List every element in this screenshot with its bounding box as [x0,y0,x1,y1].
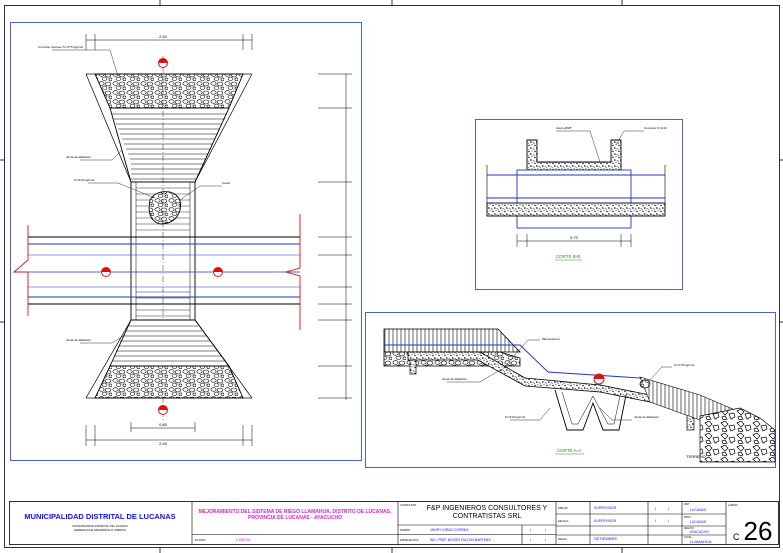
dim-bottom-label: 2.40 [159,441,168,446]
section-a-label-1: Mampostería [542,337,560,341]
label-left-2: f'c=210 kg/cm2 [74,178,94,182]
section-a-ground: TERRENO [686,454,706,459]
label-left-3: Junta de dilatación [66,338,91,342]
rocky-ground [699,407,776,463]
section-a-label-4: Junta de dilatación [634,415,659,419]
svg-text:/: / [668,507,669,511]
province-label: PROV. [684,516,692,519]
plan-label: PLANO: [195,538,206,542]
bottom-transition [109,319,230,367]
svg-text:/: / [545,538,546,542]
province-value: LUCANAS [690,520,707,524]
plan-view-border [10,22,362,461]
designer-name: JHURY GIRAO CORREA [430,528,469,532]
sheet-code: C [733,532,740,542]
dim-inner-label: 0.80 [159,422,168,427]
section-marker-top [158,58,168,68]
scale-value: SUPERVISOR [594,519,617,523]
rock-outcrop [148,191,181,225]
scale-label: ESCALA: [558,519,569,523]
date-label: FECHA: [558,537,568,541]
section-b-title: CORTE B-B [556,254,580,259]
location-value: LLAMAHUA [690,539,712,544]
svg-text:/: / [545,528,546,532]
svg-text:/: / [668,519,669,523]
project-title: MEJORAMIENTO DEL SISTEMA DE RIEGO LLAMAH… [198,509,392,521]
section-b-dim: 0.70 [570,235,579,240]
plan-dimensions [85,34,352,446]
bottom-riprap [94,365,244,399]
entity-sub-1: MUNICIPALIDAD DISTRITAL DE LUCANAS [72,524,127,528]
canal-crossing [12,56,301,420]
section-a-label-5: f'c=175 kg/cm2 [674,363,694,367]
label-top-left: Concreto ciclópeo f'c=175 kg/cm2 [38,45,83,49]
specialist-name: ING. PROF. MOISES FALCON MARTINEZ [430,538,491,542]
u-channel [526,139,622,171]
section-a-view: Mampostería Junta de dilatación f'c=210 … [365,312,776,468]
entity-name: MUNICIPALIDAD DISTRITAL DE LUCANAS [24,512,175,521]
plan-view: 2.40 0.80 2.40 Concreto ciclópeo f'c=175… [10,22,362,461]
svg-text:/: / [530,538,531,542]
svg-text:/: / [655,519,656,523]
date-value: SETIEMBRE [594,536,617,541]
district-label: DIST. [684,503,690,506]
svg-text:/: / [655,507,656,511]
entity-sub-2: GERENCIA DE DESARROLLO URBANO [74,528,127,532]
drawn-label: DIBUJO: [558,506,569,510]
section-a-label-2: Junta de dilatación [442,377,467,381]
district-value: LUCANAS [690,508,707,512]
section-a-border [365,312,776,468]
section-a-label-3: f'c=210 kg/cm2 [505,415,525,419]
project-title-box: MEJORAMIENTO DEL SISTEMA DE RIEGO LLAMAH… [198,509,392,521]
section-b-label-left: Acero Ø3/8" [556,126,572,130]
lamina-label: LÁMINA [728,503,738,507]
region-value: AYACUCHO [690,530,709,534]
label-center: Canal [222,181,230,185]
region-label: REGIÓN [684,527,694,530]
top-riprap [94,73,244,109]
designer-label: DISEÑO: [400,527,411,532]
specialist-label: ESPECIALISTA: [400,538,419,542]
section-b-view: Acero Ø3/8" Concreto f'c=210 0.70 CORTE … [475,119,683,290]
sheet-number: 26 [744,516,773,546]
consultant-box: F&P INGENIEROS CONSULTORES Y CONTRATISTA… [426,505,548,520]
consultant-label: CONSULTOR: [400,503,417,507]
section-a-marker [593,373,605,385]
plan-name: CANOA [236,537,251,542]
dim-top-label: 2.40 [159,34,168,39]
section-marker-b [213,267,223,277]
svg-text:/: / [530,528,531,532]
location-label: LOCAL. [684,536,693,539]
section-marker-a [101,267,111,277]
base-slab [486,202,666,217]
title-block: MUNICIPALIDAD DISTRITAL DE LUCANAS MUNIC… [9,501,779,546]
section-a-title: CORTE A-A [557,448,581,453]
label-left-1: Junta de dilatación [66,155,91,159]
consultant-name: F&P INGENIEROS CONSULTORES Y CONTRATISTA… [426,505,548,520]
top-transition-hatch [112,113,227,180]
section-b-label-right: Concreto f'c=210 [644,126,667,130]
section-b-border [475,119,683,290]
section-marker-bottom [158,405,168,415]
drawn-value: SUPERVISOR [594,506,617,510]
